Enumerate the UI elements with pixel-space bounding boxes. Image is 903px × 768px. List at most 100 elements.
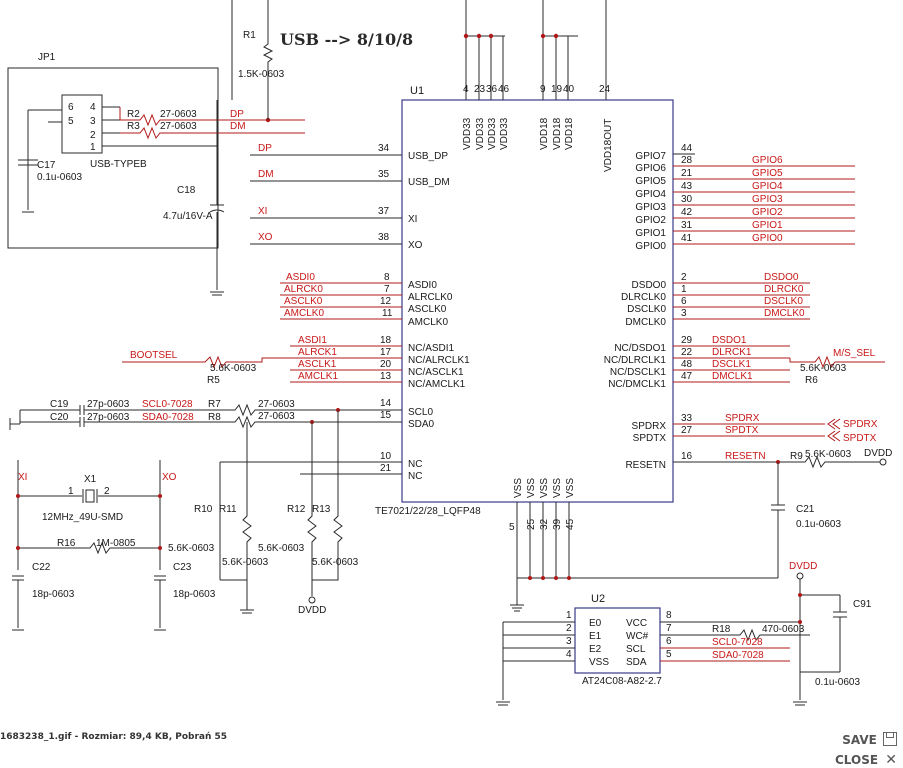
svg-text:VDD33: VDD33 bbox=[487, 117, 498, 150]
svg-text:21: 21 bbox=[681, 168, 693, 179]
svg-text:3: 3 bbox=[566, 636, 572, 647]
svg-text:SDA0-7028: SDA0-7028 bbox=[712, 650, 764, 661]
r1: R1 1.5K-0603 bbox=[238, 30, 285, 120]
svg-text:SCL0: SCL0 bbox=[408, 407, 433, 418]
svg-text:1.5K-0603: 1.5K-0603 bbox=[238, 69, 285, 80]
svg-text:VSS: VSS bbox=[552, 478, 563, 498]
spdif-ports: SPDRX SPDTX bbox=[827, 418, 878, 444]
ground-symbol bbox=[510, 604, 524, 612]
svg-text:BOOTSEL: BOOTSEL bbox=[130, 350, 178, 361]
c19-c20: C19 C20 27p-0603 27p-0603 SCL0-7028 SDA0… bbox=[9, 399, 402, 430]
svg-text:34: 34 bbox=[378, 143, 390, 154]
svg-text:SDA0-7028: SDA0-7028 bbox=[142, 412, 194, 423]
svg-text:XI: XI bbox=[18, 472, 27, 483]
svg-text:VSS: VSS bbox=[565, 478, 576, 498]
svg-text:X1: X1 bbox=[84, 474, 97, 485]
svg-text:DLRCK1: DLRCK1 bbox=[712, 347, 752, 358]
svg-text:XI: XI bbox=[408, 214, 417, 225]
svg-text:6: 6 bbox=[666, 636, 672, 647]
x1-crystal: XI XO X1 1 2 12MHz_49U-SMD R16 1M-0805 C… bbox=[12, 460, 216, 631]
svg-text:GPIO0: GPIO0 bbox=[635, 241, 666, 252]
svg-text:NC/ASDI1: NC/ASDI1 bbox=[408, 343, 455, 354]
svg-text:SPDRX: SPDRX bbox=[725, 413, 760, 424]
svg-text:18p-0603: 18p-0603 bbox=[173, 589, 216, 600]
svg-text:SDA0: SDA0 bbox=[408, 419, 435, 430]
file-info: 1683238_1.gif - Rozmiar: 89,4 KB, Pobrań… bbox=[0, 732, 228, 742]
save-button[interactable]: SAVE bbox=[842, 732, 897, 747]
svg-text:DMCLK1: DMCLK1 bbox=[712, 371, 753, 382]
svg-text:27-0603: 27-0603 bbox=[160, 109, 197, 120]
svg-text:AMCLK0: AMCLK0 bbox=[408, 317, 448, 328]
close-icon[interactable]: ✕ bbox=[885, 752, 897, 768]
svg-text:35: 35 bbox=[378, 169, 390, 180]
svg-text:SCL0-7028: SCL0-7028 bbox=[142, 399, 193, 410]
svg-text:R5: R5 bbox=[207, 375, 220, 386]
svg-text:VDD18: VDD18 bbox=[552, 117, 563, 150]
svg-text:VCC: VCC bbox=[626, 618, 647, 629]
bootsel: BOOTSEL 5.6K-0603 R5 bbox=[122, 350, 290, 386]
close-button[interactable]: CLOSE ✕ bbox=[835, 752, 897, 768]
svg-text:XI: XI bbox=[258, 206, 267, 217]
svg-text:C22: C22 bbox=[32, 562, 51, 573]
svg-text:GPIO6: GPIO6 bbox=[635, 163, 666, 174]
svg-text:DVDD: DVDD bbox=[789, 561, 817, 572]
svg-text:30: 30 bbox=[681, 194, 693, 205]
svg-text:USB_DP: USB_DP bbox=[408, 151, 448, 162]
svg-text:R9: R9 bbox=[790, 451, 803, 462]
svg-text:NC/DMCLK1: NC/DMCLK1 bbox=[608, 379, 666, 390]
svg-text:NC: NC bbox=[408, 471, 422, 482]
svg-text:5: 5 bbox=[666, 649, 672, 660]
svg-text:27-0603: 27-0603 bbox=[160, 121, 197, 132]
svg-text:R10: R10 bbox=[194, 504, 213, 515]
svg-text:DP: DP bbox=[230, 109, 244, 120]
svg-text:NC: NC bbox=[408, 459, 422, 470]
svg-text:GPIO0: GPIO0 bbox=[752, 233, 783, 244]
svg-text:GPIO1: GPIO1 bbox=[635, 228, 666, 239]
svg-text:R6: R6 bbox=[805, 375, 818, 386]
top-junction-dots bbox=[463, 33, 559, 39]
svg-text:21: 21 bbox=[380, 463, 392, 474]
svg-text:GPIO4: GPIO4 bbox=[635, 189, 666, 200]
svg-text:12MHz_49U-SMD: 12MHz_49U-SMD bbox=[42, 512, 123, 523]
svg-text:NC/DSCLK1: NC/DSCLK1 bbox=[610, 367, 667, 378]
svg-text:DMCLK0: DMCLK0 bbox=[625, 317, 666, 328]
svg-text:SDA: SDA bbox=[626, 657, 647, 668]
svg-text:GPIO5: GPIO5 bbox=[752, 168, 783, 179]
svg-text:43: 43 bbox=[681, 181, 693, 192]
svg-text:GPIO6: GPIO6 bbox=[752, 155, 783, 166]
svg-text:ASCLK1: ASCLK1 bbox=[298, 359, 337, 370]
svg-text:DSDO0: DSDO0 bbox=[632, 280, 667, 291]
svg-text:27-0603: 27-0603 bbox=[258, 399, 295, 410]
r9: R9 5.6K-0603 DVDD C21 0.1u-0603 bbox=[771, 448, 892, 578]
svg-text:DM: DM bbox=[258, 169, 274, 180]
svg-text:22: 22 bbox=[681, 347, 693, 358]
svg-text:14: 14 bbox=[380, 398, 392, 409]
svg-text:DMCLK0: DMCLK0 bbox=[764, 308, 805, 319]
svg-text:R12: R12 bbox=[287, 504, 306, 515]
close-label[interactable]: CLOSE bbox=[835, 753, 879, 767]
svg-text:RESETN: RESETN bbox=[725, 451, 766, 462]
svg-text:VSS: VSS bbox=[513, 478, 524, 498]
svg-text:18: 18 bbox=[380, 335, 392, 346]
svg-text:NC/DLRCLK1: NC/DLRCLK1 bbox=[604, 355, 667, 366]
svg-text:SPDRX: SPDRX bbox=[632, 421, 667, 432]
svg-text:1: 1 bbox=[566, 610, 572, 621]
save-label[interactable]: SAVE bbox=[842, 733, 877, 747]
svg-text:VDD18: VDD18 bbox=[564, 117, 575, 150]
floppy-icon[interactable] bbox=[883, 732, 897, 746]
svg-text:46: 46 bbox=[498, 84, 510, 95]
